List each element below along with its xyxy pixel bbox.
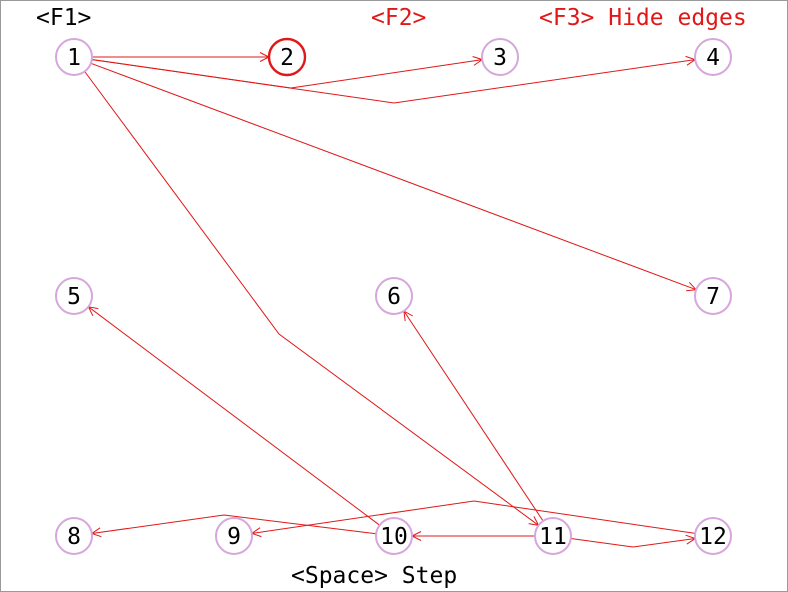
node-9[interactable]: 9: [215, 517, 253, 555]
edge-11-to-12: [570, 534, 697, 548]
edges-layer: [84, 52, 698, 548]
node-circle: [55, 517, 93, 555]
node-4[interactable]: 4: [694, 38, 732, 76]
node-circle: [694, 38, 732, 76]
edge-line: [403, 310, 544, 522]
node-circle: [534, 517, 572, 555]
step-key-hint[interactable]: <Space> Step: [291, 563, 458, 589]
node-circle: [694, 277, 732, 315]
node-1[interactable]: 1: [55, 38, 93, 76]
node-circle: [481, 38, 519, 76]
node-circle: [694, 517, 732, 555]
edge-line: [251, 500, 696, 534]
edge-1-to-2: [92, 52, 271, 62]
edge-1-to-4: [91, 55, 697, 104]
node-label: 2: [280, 45, 294, 71]
node-5[interactable]: 5: [55, 277, 93, 315]
edge-11-to-6: [403, 310, 544, 522]
edge-line: [91, 514, 377, 535]
node-label: 6: [387, 284, 401, 310]
node-label: 9: [227, 524, 241, 550]
node-10[interactable]: 10: [375, 517, 413, 555]
node-7[interactable]: 7: [694, 277, 732, 315]
edge-11-to-10: [410, 531, 535, 541]
hide-edges-key-hint[interactable]: <F3> Hide edges: [539, 5, 747, 31]
node-circle: [215, 517, 253, 555]
edge-line: [570, 538, 696, 548]
node-label: 5: [67, 284, 81, 310]
edge-1-to-7: [90, 62, 698, 292]
node-circle: [55, 38, 93, 76]
node-label: 7: [706, 284, 720, 310]
node-label: 1: [67, 45, 81, 71]
node-circle: [375, 517, 413, 555]
node-label: 8: [67, 524, 81, 550]
node-12[interactable]: 12: [694, 517, 732, 555]
f1-key-hint[interactable]: <F1>: [36, 5, 92, 31]
edge-10-to-5: [87, 306, 380, 526]
node-3[interactable]: 3: [481, 38, 519, 76]
node-11[interactable]: 11: [534, 517, 572, 555]
node-2[interactable]: 2: [267, 37, 307, 77]
current-node-circle: [267, 37, 307, 77]
node-circle: [55, 277, 93, 315]
node-label: 12: [699, 524, 727, 550]
edge-12-to-9: [250, 500, 696, 538]
node-label: 11: [539, 524, 567, 550]
node-label: 10: [380, 524, 408, 550]
node-label: 4: [706, 45, 720, 71]
node-circle: [375, 277, 413, 315]
edge-line: [88, 306, 380, 526]
node-8[interactable]: 8: [55, 517, 93, 555]
edge-line: [91, 59, 696, 104]
node-label: 3: [493, 45, 507, 71]
edge-line: [84, 71, 539, 526]
node-6[interactable]: 6: [375, 277, 413, 315]
edge-1-to-11: [84, 71, 540, 526]
f2-key-hint[interactable]: <F2>: [371, 5, 427, 31]
edge-line: [90, 62, 697, 291]
